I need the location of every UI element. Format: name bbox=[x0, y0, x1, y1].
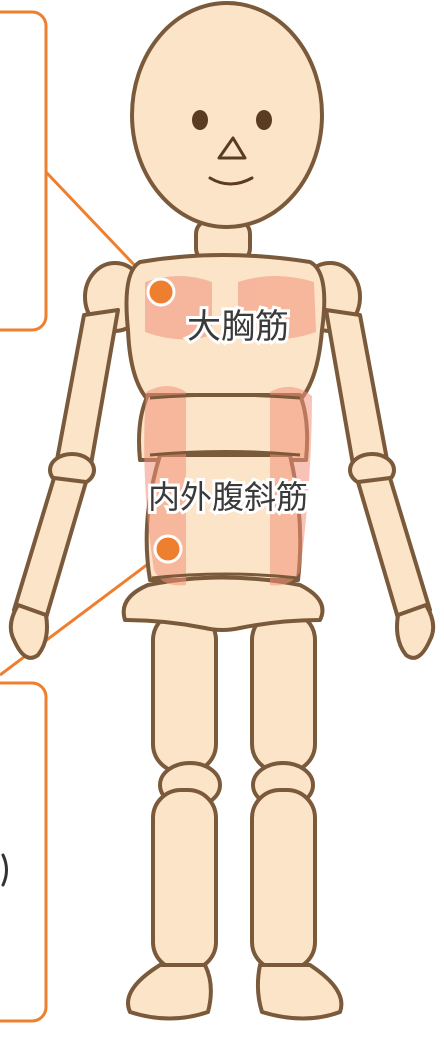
label-obliques: 内外腹斜筋 bbox=[148, 478, 308, 516]
callout-box-top bbox=[0, 12, 46, 330]
right-eye bbox=[256, 110, 272, 130]
label-chest: 大胸筋 bbox=[187, 307, 289, 347]
callout-box-bottom bbox=[0, 683, 46, 1021]
head bbox=[132, 3, 322, 227]
callout-dot-chest bbox=[148, 279, 174, 305]
left-eye bbox=[192, 110, 208, 130]
pelvis bbox=[124, 578, 323, 631]
right-leg bbox=[252, 612, 341, 1019]
left-leg bbox=[128, 612, 220, 1019]
callout-dot-obliques bbox=[155, 536, 181, 562]
